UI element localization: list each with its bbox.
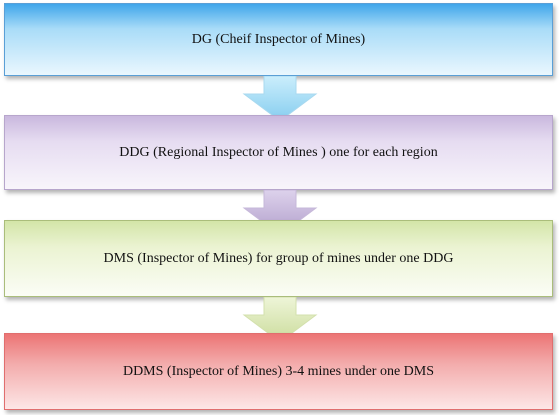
node-dg: DG (Cheif Inspector of Mines) xyxy=(4,3,553,76)
node-ddms-label: DDMS (Inspector of Mines) 3-4 mines unde… xyxy=(122,363,435,379)
node-dms: DMS (Inspector of Mines) for group of mi… xyxy=(4,220,553,297)
arrow-down-icon xyxy=(242,297,318,342)
node-ddg-label: DDG (Regional Inspector of Mines ) one f… xyxy=(119,144,438,160)
node-dg-label: DG (Cheif Inspector of Mines) xyxy=(191,31,366,47)
node-dms-label: DMS (Inspector of Mines) for group of mi… xyxy=(103,250,454,266)
arrow-down-icon xyxy=(242,76,318,121)
node-ddms: DDMS (Inspector of Mines) 3-4 mines unde… xyxy=(4,333,553,410)
node-ddg: DDG (Regional Inspector of Mines ) one f… xyxy=(4,115,553,190)
